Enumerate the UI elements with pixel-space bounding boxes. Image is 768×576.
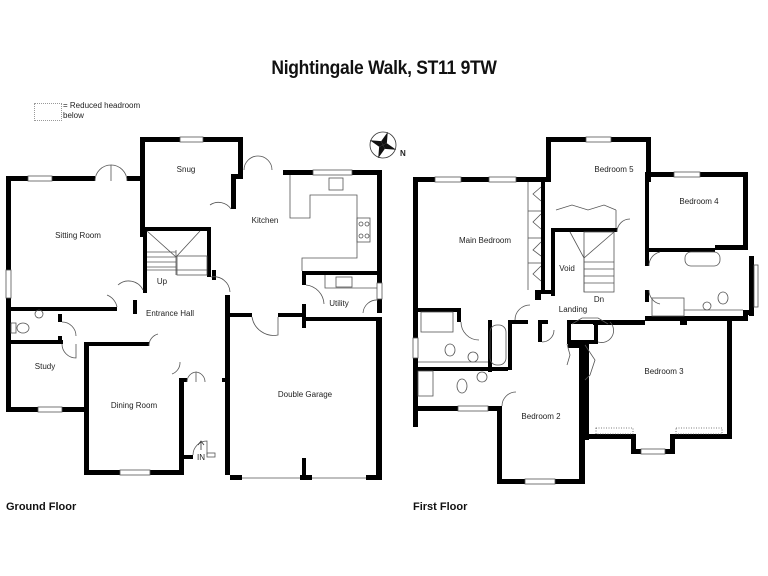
room-label-landing: Landing	[559, 305, 587, 314]
room-label-dining-room: Dining Room	[111, 401, 158, 410]
first-floor-fixtures	[412, 136, 759, 485]
room-label-snug: Snug	[177, 165, 196, 174]
room-label-utility: Utility	[329, 299, 349, 308]
first-floor-labels: Bedroom 5 Bedroom 4 Main Bedroom Void Dn…	[459, 165, 719, 421]
room-label-main-bedroom: Main Bedroom	[459, 236, 511, 245]
ground-floor-labels: Snug Kitchen Sitting Room Up Entrance Ha…	[35, 165, 349, 462]
room-label-study: Study	[35, 362, 55, 371]
first-floor-label: First Floor	[413, 501, 468, 513]
reduced-headroom-symbol	[34, 103, 62, 121]
first-floor-plan	[413, 137, 754, 484]
stairs-down-label: Dn	[594, 295, 604, 304]
room-label-bedroom-2: Bedroom 2	[521, 412, 561, 421]
entrance-in-label: IN	[197, 453, 205, 462]
room-label-sitting-room: Sitting Room	[55, 231, 101, 240]
room-label-bedroom-3: Bedroom 3	[644, 367, 684, 376]
page-title: Nightingale Walk, ST11 9TW	[271, 58, 497, 79]
room-label-entrance-hall: Entrance Hall	[146, 309, 194, 318]
room-label-bedroom-4: Bedroom 4	[679, 197, 719, 206]
room-label-kitchen: Kitchen	[252, 216, 279, 225]
ground-floor-fixtures	[5, 136, 383, 479]
ground-floor-label: Ground Floor	[6, 501, 77, 513]
legend-text: = Reduced headroom below	[63, 101, 141, 120]
void-label: Void	[559, 264, 575, 273]
compass-rose-icon	[369, 131, 397, 159]
ground-floor-plan	[6, 137, 382, 480]
room-label-double-garage: Double Garage	[278, 390, 333, 399]
compass-north-label: N	[400, 149, 406, 158]
stairs-up-label: Up	[157, 277, 168, 286]
room-label-bedroom-5: Bedroom 5	[594, 165, 634, 174]
